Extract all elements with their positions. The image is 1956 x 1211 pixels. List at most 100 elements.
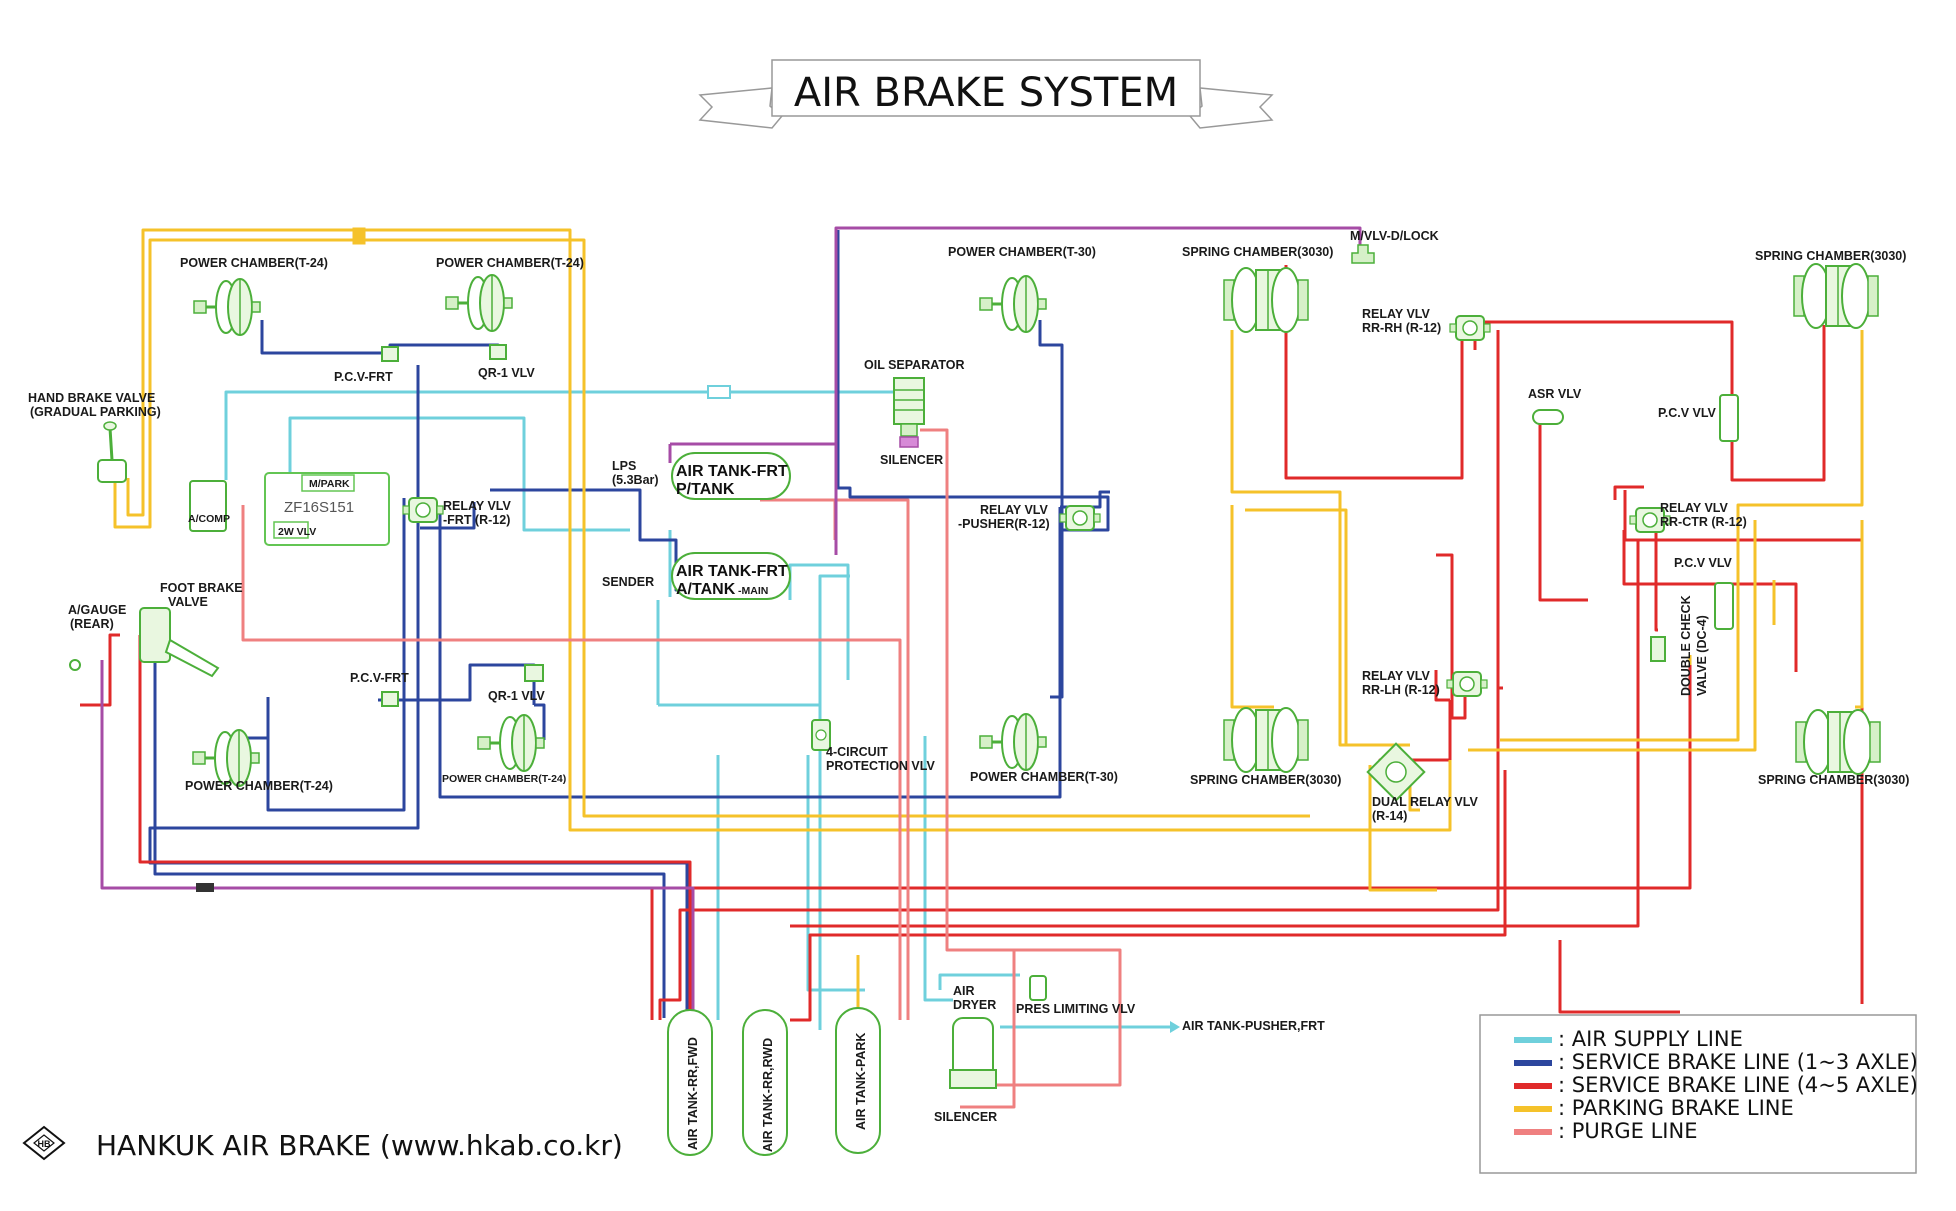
label: POWER CHAMBER(T-30) — [948, 245, 1096, 259]
label: AIR TANK-PUSHER,FRT — [1182, 1019, 1325, 1033]
four-circuit-protection-icon — [811, 719, 831, 751]
air-tank-main-icon — [671, 552, 791, 600]
label: POWER CHAMBER(T-24) — [180, 256, 328, 270]
label: SILENCER — [934, 1110, 997, 1124]
transmission-icon — [264, 472, 390, 546]
brand-logo: HB — [22, 1125, 66, 1161]
legend-label: : SERVICE BRAKE LINE (1~3 AXLE) — [1558, 1050, 1918, 1074]
legend-label: : PARKING BRAKE LINE — [1558, 1096, 1794, 1120]
relay-valve-pusher-icon — [1059, 505, 1101, 531]
legend-box — [1479, 1014, 1917, 1174]
label: SENDER — [602, 575, 654, 589]
label: AIR TANK-RR,FWD — [686, 1037, 700, 1150]
label: POWER CHAMBER(T-24) — [442, 773, 566, 785]
legend-swatch — [1514, 1060, 1552, 1066]
air-gauge-icon — [69, 659, 81, 671]
legend-label: : AIR SUPPLY LINE — [1558, 1027, 1743, 1051]
label: DUAL RELAY VLV — [1372, 795, 1478, 809]
label: -MAIN — [738, 585, 768, 597]
label: QR-1 VLV — [478, 366, 535, 380]
label: P.C.V VLV — [1658, 406, 1717, 420]
label: POWER CHAMBER(T-30) — [970, 770, 1118, 784]
tank-rr-rwd-icon — [742, 1009, 788, 1156]
mvlv-dlock-icon — [1351, 244, 1375, 264]
label: A/TANK — [676, 581, 736, 598]
label: DOUBLE CHECK — [1679, 595, 1693, 696]
legend-swatch — [1514, 1129, 1552, 1135]
label: RELAY VLV — [980, 503, 1049, 517]
power-chamber-icon — [476, 713, 546, 773]
relay-valve-frt-icon — [402, 497, 444, 523]
pcv-valve-bottom-icon — [1714, 582, 1734, 630]
qr1-bottom-icon — [524, 664, 544, 682]
oil-separator-icon — [893, 377, 925, 437]
label: RELAY VLV — [443, 499, 512, 513]
label: ASR VLV — [1528, 387, 1582, 401]
label: (GRADUAL PARKING) — [30, 405, 161, 419]
label: SPRING CHAMBER(3030) — [1182, 245, 1333, 259]
legend-swatch — [1514, 1037, 1552, 1043]
label: RELAY VLV — [1362, 669, 1431, 683]
label: ZF16S151 — [284, 499, 354, 516]
power-chamber-icon — [978, 712, 1048, 772]
arrow-right-icon — [1170, 1021, 1180, 1033]
label: DRYER — [953, 998, 996, 1012]
label: POWER CHAMBER(T-24) — [185, 779, 333, 793]
label: POWER CHAMBER(T-24) — [436, 256, 584, 270]
label: M/VLV-D/LOCK — [1350, 229, 1439, 243]
label: AIR — [953, 984, 975, 998]
page-title: AIR BRAKE SYSTEM — [794, 70, 1178, 116]
label: AIR TANK-FRT — [676, 463, 788, 480]
label: SPRING CHAMBER(3030) — [1758, 773, 1909, 787]
label: FOOT BRAKE — [160, 581, 243, 595]
label: AIR TANK-FRT — [676, 563, 788, 580]
legend: : AIR SUPPLY LINE: SERVICE BRAKE LINE (1… — [1479, 1014, 1918, 1174]
asr-valve-icon — [1532, 409, 1564, 425]
legend-swatch — [1514, 1106, 1552, 1112]
label: SPRING CHAMBER(3030) — [1755, 249, 1906, 263]
legend-label: : PURGE LINE — [1558, 1119, 1697, 1143]
purge-lines — [241, 428, 1122, 1109]
valves — [69, 244, 1739, 1089]
silencer-top-icon — [899, 436, 919, 448]
power-chamber-icon — [978, 274, 1048, 334]
pcv-valve-top-icon — [1719, 394, 1739, 442]
foot-brake-valve-icon — [139, 607, 220, 678]
qr1-top-icon — [489, 344, 507, 360]
component-labels: POWER CHAMBER(T-24) POWER CHAMBER(T-24) … — [28, 229, 1909, 1152]
label: VALVE — [168, 595, 208, 609]
pcv-frt-bottom-icon — [381, 691, 399, 707]
label: RELAY VLV — [1660, 501, 1729, 515]
label: 4-CIRCUIT — [826, 745, 888, 759]
label: P.C.V-FRT — [334, 370, 393, 384]
relay-valve-rrrh-icon — [1449, 315, 1491, 341]
power-chamber-icon — [192, 277, 262, 337]
label: A/GAUGE — [68, 603, 126, 617]
label: PROTECTION VLV — [826, 759, 935, 773]
power-chamber-icon — [444, 273, 514, 333]
label: QR-1 VLV — [488, 689, 545, 703]
label: (5.3Bar) — [612, 473, 659, 487]
label: M/PARK — [309, 478, 350, 490]
tank-park-icon — [835, 1007, 881, 1154]
label: SPRING CHAMBER(3030) — [1190, 773, 1341, 787]
label: (R-14) — [1372, 809, 1407, 823]
pres-limiting-valve-icon — [1029, 975, 1047, 1001]
legend-swatch — [1514, 1083, 1552, 1089]
label: RR-CTR (R-12) — [1660, 515, 1747, 529]
title-banner: AIR BRAKE SYSTEM — [698, 59, 1274, 129]
logo-text: HB — [38, 1139, 51, 1149]
hand-brake-valve-icon — [97, 421, 127, 483]
label: RR-RH (R-12) — [1362, 321, 1441, 335]
vertical-tanks — [667, 1007, 881, 1156]
label: (REAR) — [70, 617, 114, 631]
brand-text: HANKUK AIR BRAKE (www.hkab.co.kr) — [96, 1129, 623, 1162]
double-check-valve-icon — [1650, 636, 1666, 662]
purple-lines — [100, 226, 1362, 1010]
label: OIL SEPARATOR — [864, 358, 964, 372]
air-dryer-icon — [949, 1017, 997, 1089]
label: A/COMP — [188, 513, 230, 525]
label: P/TANK — [676, 481, 735, 498]
label: RR-LH (R-12) — [1362, 683, 1440, 697]
label: AIR TANK-PARK — [854, 1033, 868, 1130]
